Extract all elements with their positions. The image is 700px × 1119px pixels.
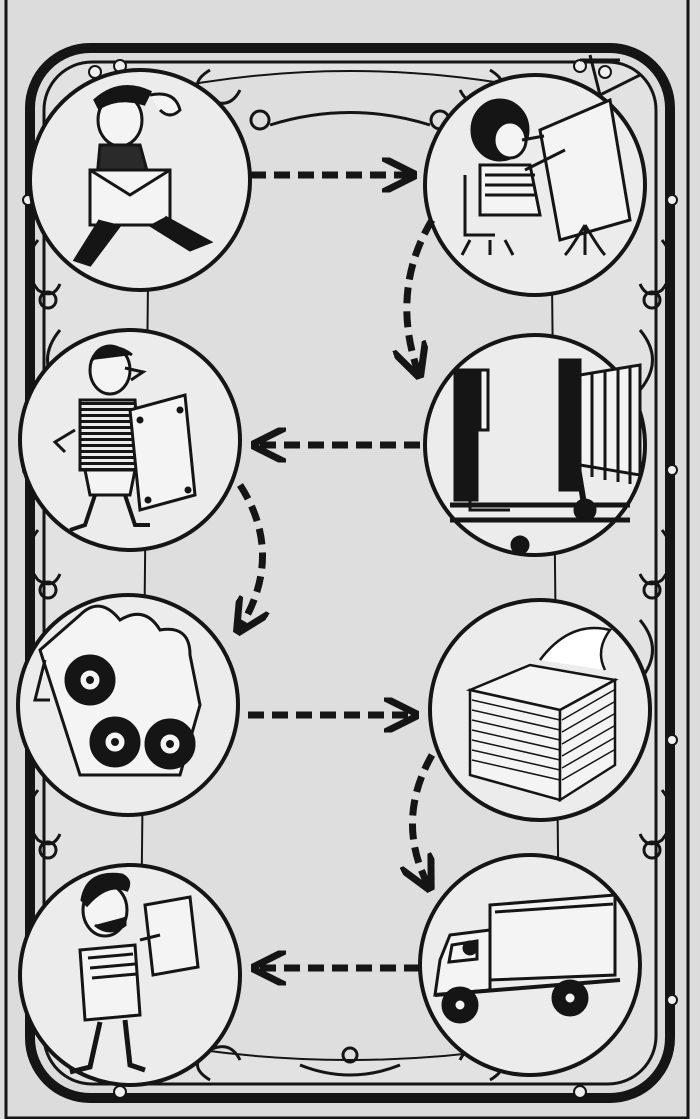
courier-with-briefcase-icon: [72, 85, 214, 267]
flow-arrows: [240, 175, 436, 968]
stack-of-printed-paper-icon: [465, 626, 619, 803]
customer-reading-document-icon: [69, 872, 200, 1075]
outer-border: [4, 0, 690, 1119]
arrow-step2-to-step4: [407, 218, 436, 372]
delivery-truck-icon: [433, 893, 621, 1024]
arrow-step6-to-step7: [412, 753, 436, 885]
printing-press-rollers-icon: [33, 604, 202, 777]
printer-holding-plate-icon: [52, 344, 197, 532]
ornamental-frame: [25, 43, 675, 1103]
artist-at-drawing-board-icon: [460, 54, 641, 257]
process-camera-icon: [450, 358, 642, 555]
arrow-step3-to-step5: [240, 483, 263, 628]
